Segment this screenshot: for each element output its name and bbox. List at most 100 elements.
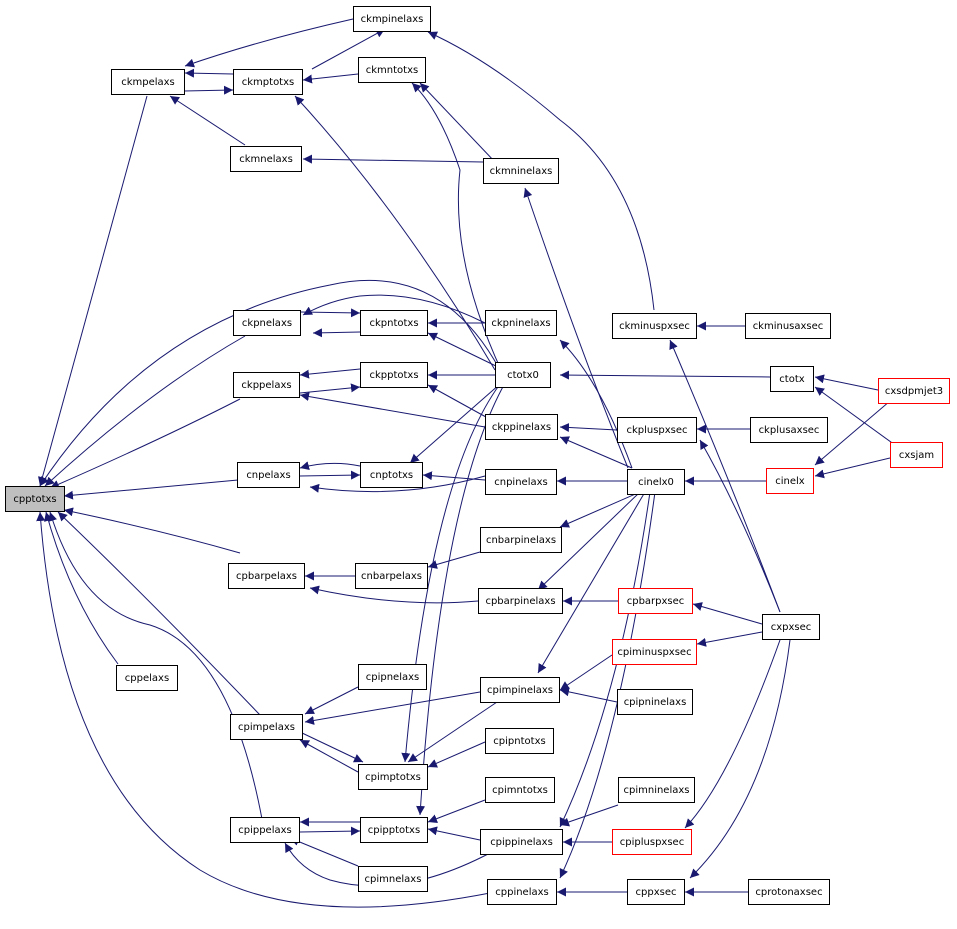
node-cpipptotxs[interactable]: cpipptotxs: [360, 817, 428, 843]
edge: [44, 335, 246, 487]
node-cinelx0[interactable]: cinelx0: [627, 469, 685, 495]
edge: [523, 187, 629, 469]
node-ckmptotxs[interactable]: ckmptotxs: [233, 69, 303, 95]
edge: [44, 511, 119, 665]
edge: [49, 398, 241, 489]
node-cpimntotxs[interactable]: cpimntotxs: [485, 777, 555, 803]
edge: [814, 386, 896, 446]
edge: [304, 686, 359, 715]
node-cnbarpelaxs[interactable]: cnbarpelaxs: [355, 563, 428, 589]
node-cpimptotxs[interactable]: cpimptotxs: [358, 764, 428, 790]
edge: [559, 687, 618, 703]
node-ctotx[interactable]: ctotx: [770, 366, 814, 392]
node-ckmninelaxs[interactable]: ckmninelaxs: [483, 158, 559, 184]
node-ckmntotxs[interactable]: ckmntotxs: [358, 57, 426, 83]
node-cppxsec[interactable]: cppxsec: [627, 879, 685, 905]
node-cpiminuspxsec[interactable]: cpiminuspxsec: [612, 639, 697, 665]
node-cxsdpmjet3[interactable]: cxsdpmjet3: [878, 378, 950, 404]
node-cpippinelaxs[interactable]: cpippinelaxs: [480, 829, 563, 855]
edge: [427, 332, 501, 369]
edge: [169, 95, 246, 146]
edge: [559, 339, 633, 469]
node-cpbarpelaxs[interactable]: cpbarpelaxs: [228, 563, 305, 589]
node-ckminusaxsec[interactable]: ckminusaxsec: [745, 313, 831, 339]
edge: [559, 491, 651, 828]
edge: [559, 654, 613, 691]
edge: [309, 585, 479, 604]
edge: [537, 491, 641, 591]
node-cpipnelaxs[interactable]: cpipnelaxs: [358, 664, 427, 690]
node-ctotx0[interactable]: ctotx0: [495, 362, 551, 388]
edge: [302, 73, 359, 84]
node-cprotonaxsec[interactable]: cprotonaxsec: [748, 879, 830, 905]
edge: [300, 308, 361, 318]
node-cpimninelaxs[interactable]: cpimninelaxs: [618, 777, 695, 803]
node-ckpntotxs[interactable]: ckpntotxs: [360, 310, 428, 336]
node-cppinelaxs[interactable]: cppinelaxs: [487, 879, 557, 905]
edge: [401, 383, 501, 763]
edge: [302, 294, 486, 324]
node-cnptotxs[interactable]: cnptotxs: [360, 462, 423, 488]
edge: [814, 457, 891, 479]
edge: [312, 328, 361, 338]
node-ckpninelaxs[interactable]: ckpninelaxs: [485, 310, 557, 336]
node-cpbarpinelaxs[interactable]: cpbarpinelaxs: [478, 588, 563, 614]
edge: [299, 383, 361, 394]
edge: [814, 374, 879, 391]
edge: [419, 82, 496, 163]
node-ckpnelaxs[interactable]: ckpnelaxs: [233, 310, 301, 336]
edge: [422, 471, 486, 481]
edge: [559, 436, 633, 469]
node-cinelx[interactable]: cinelx: [766, 468, 814, 494]
edge: [299, 368, 361, 379]
edge: [294, 95, 496, 371]
node-cppelaxs[interactable]: cppelaxs: [116, 665, 178, 691]
edge: [311, 28, 386, 70]
node-ckplusaxsec[interactable]: ckplusaxsec: [750, 417, 828, 443]
edge: [299, 461, 361, 471]
edge: [183, 85, 234, 95]
node-cpipntotxs[interactable]: cpipntotxs: [485, 728, 554, 754]
node-cxsjam[interactable]: cxsjam: [890, 442, 943, 468]
node-cpimnelaxs[interactable]: cpimnelaxs: [358, 866, 428, 892]
edge: [559, 370, 771, 380]
edge: [63, 479, 239, 500]
node-cpbarpxsec[interactable]: cpbarpxsec: [618, 588, 693, 614]
edge: [692, 602, 763, 625]
node-cnpinelaxs[interactable]: cnpinelaxs: [485, 469, 557, 495]
edge: [184, 68, 234, 78]
edge: [299, 392, 486, 428]
node-ckppelaxs[interactable]: ckppelaxs: [233, 372, 300, 398]
edge: [559, 491, 656, 879]
edge: [559, 804, 619, 827]
edge: [284, 842, 491, 887]
node-cpippelaxs[interactable]: cpippelaxs: [230, 817, 300, 843]
edge: [409, 383, 501, 464]
node-ckpptotxs[interactable]: ckpptotxs: [360, 362, 428, 388]
edge: [302, 154, 484, 164]
node-cpipninelaxs[interactable]: cpipninelaxs: [617, 689, 693, 715]
node-cnbarpinelaxs[interactable]: cnbarpinelaxs: [480, 527, 562, 553]
edge: [427, 826, 481, 841]
edge: [669, 339, 781, 613]
node-cnpelaxs[interactable]: cnpelaxs: [237, 462, 300, 488]
edge: [559, 491, 641, 528]
node-cxpxsec[interactable]: cxpxsec: [762, 614, 820, 640]
node-cpipluspxsec[interactable]: cpipluspxsec: [612, 829, 692, 855]
edge: [289, 837, 359, 867]
node-ckmpinelaxs[interactable]: ckmpinelaxs: [353, 6, 431, 32]
node-ckmnelaxs[interactable]: ckmnelaxs: [230, 146, 302, 172]
node-ckminuspxsec[interactable]: ckminuspxsec: [612, 313, 697, 339]
node-cpimpelaxs[interactable]: cpimpelaxs: [230, 714, 303, 740]
edge: [299, 470, 361, 480]
node-ckmpelaxs[interactable]: ckmpelaxs: [111, 69, 185, 95]
node-ckppinelaxs[interactable]: ckppinelaxs: [485, 414, 558, 440]
node-cpptotxs: cpptotxs: [5, 486, 65, 512]
node-ckpluspxsec[interactable]: ckpluspxsec: [617, 417, 697, 443]
node-cpimpinelaxs[interactable]: cpimpinelaxs: [480, 677, 560, 703]
edge: [427, 384, 496, 423]
edge: [36, 511, 491, 908]
edge: [299, 739, 359, 773]
